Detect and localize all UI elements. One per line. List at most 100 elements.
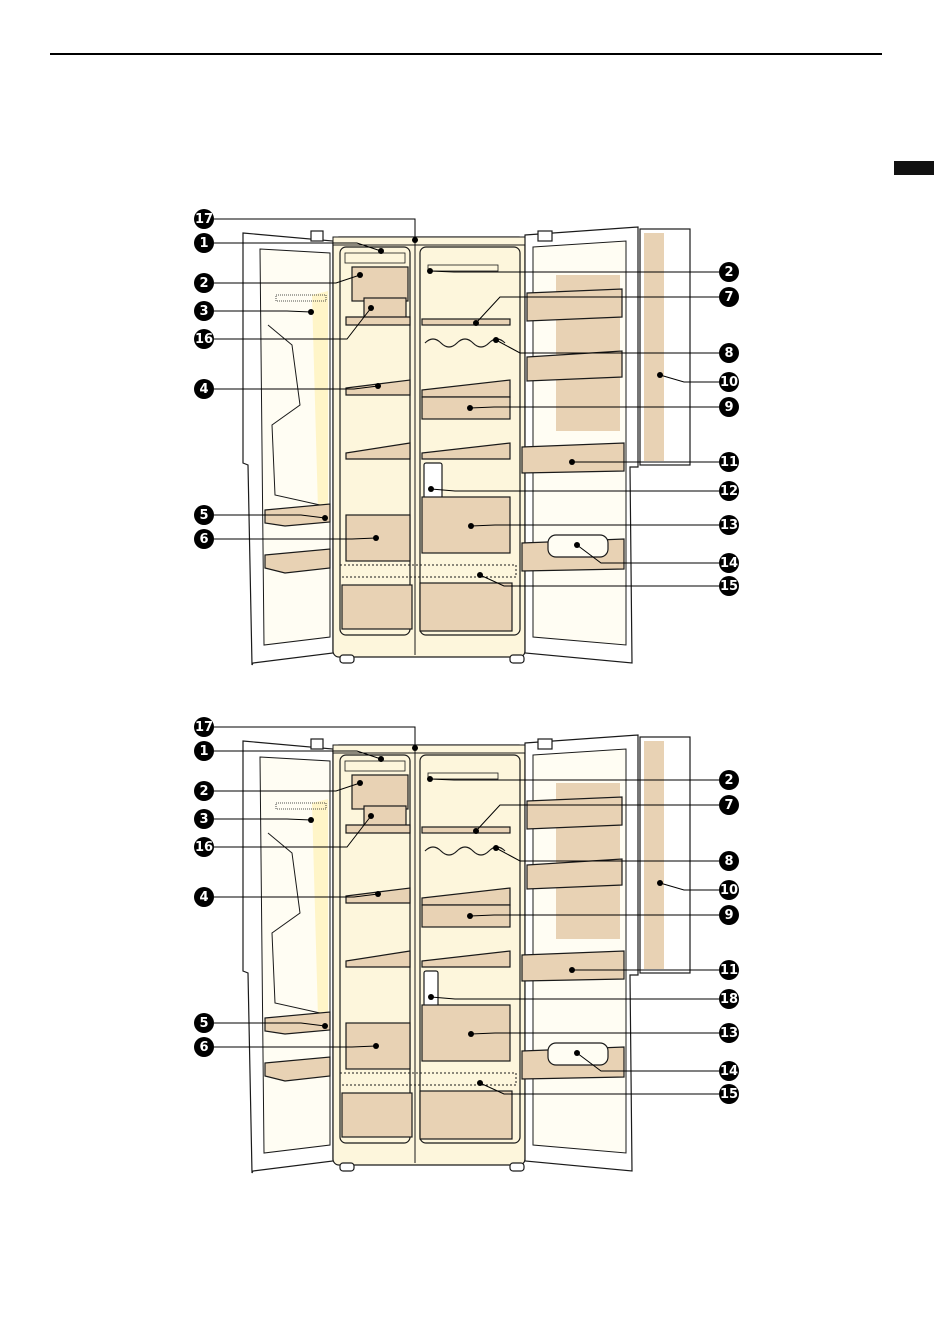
callout-right-11: 11 xyxy=(719,452,739,472)
fridge-diagram-1-svg: 17123164562781091112131415 xyxy=(0,205,934,685)
callout-right-15: 15 xyxy=(719,576,739,596)
callout-right-2-number: 2 xyxy=(724,265,733,280)
callout-right-12-dot xyxy=(428,486,434,492)
callout-left-3: 3 xyxy=(194,301,214,321)
fridge-shelf-1 xyxy=(422,319,510,325)
callout-right-18-dot xyxy=(428,994,434,1000)
callout-left-1-number: 1 xyxy=(199,744,208,759)
callout-right-2: 2 xyxy=(719,770,739,790)
foot-2 xyxy=(510,655,524,663)
callout-left-3-dot xyxy=(308,817,314,823)
callout-right-14-number: 14 xyxy=(720,556,738,571)
callout-right-14-dot xyxy=(574,542,580,548)
callout-right-14: 14 xyxy=(719,553,739,573)
callout-right-15-number: 15 xyxy=(720,579,738,594)
callout-left-4-dot xyxy=(375,383,381,389)
callout-right-13-number: 13 xyxy=(720,518,738,533)
right-door-hinge xyxy=(538,231,552,241)
callout-left-16-number: 16 xyxy=(195,332,213,347)
callout-left-4-number: 4 xyxy=(199,890,208,905)
callout-right-9-dot xyxy=(467,913,473,919)
callout-left-1: 1 xyxy=(194,233,214,253)
callout-right-9-number: 9 xyxy=(724,908,733,923)
callout-left-2-dot xyxy=(357,272,363,278)
callout-right-13: 13 xyxy=(719,515,739,535)
callout-right-11-number: 11 xyxy=(720,963,738,978)
fridge-container xyxy=(422,905,510,927)
fridge-drawer-lower xyxy=(420,1091,512,1139)
callout-right-7-dot xyxy=(473,320,479,326)
callout-left-1: 1 xyxy=(194,741,214,761)
callout-right-15-number: 15 xyxy=(720,1087,738,1102)
fridge-container xyxy=(422,397,510,419)
callout-right-7: 7 xyxy=(719,287,739,307)
door-basket-1 xyxy=(527,797,622,829)
callout-right-7-dot xyxy=(473,828,479,834)
callout-left-17: 17 xyxy=(194,717,214,737)
right-door-hinge xyxy=(538,739,552,749)
callout-left-4-number: 4 xyxy=(199,382,208,397)
callout-left-3-dot xyxy=(308,309,314,315)
freezer-shelf-1 xyxy=(346,825,410,833)
callout-right-9-number: 9 xyxy=(724,400,733,415)
callout-right-11: 11 xyxy=(719,960,739,980)
callout-left-16-number: 16 xyxy=(195,840,213,855)
callout-right-9: 9 xyxy=(719,397,739,417)
callout-left-6: 6 xyxy=(194,1037,214,1057)
callout-right-13-dot xyxy=(468,1031,474,1037)
callout-right-10: 10 xyxy=(719,372,739,392)
callout-left-3-number: 3 xyxy=(199,304,208,319)
callout-right-15-dot xyxy=(477,572,483,578)
callout-right-11-number: 11 xyxy=(720,455,738,470)
callout-right-2: 2 xyxy=(719,262,739,282)
callout-right-10-dot xyxy=(657,880,663,886)
callout-left-4-dot xyxy=(375,891,381,897)
left-door-hinge xyxy=(311,231,323,241)
callout-left-1-dot xyxy=(378,248,384,254)
freezer-drawer-lower xyxy=(342,585,412,629)
door-basket-3 xyxy=(522,443,624,473)
callout-left-2-dot xyxy=(357,780,363,786)
left-door-hinge xyxy=(311,739,323,749)
section-edge-tab xyxy=(894,161,934,175)
callout-right-2-dot xyxy=(427,776,433,782)
callout-right-8: 8 xyxy=(719,343,739,363)
fridge-diagram-2: 17123164562781091118131415 xyxy=(0,713,934,1193)
callout-right-8-dot xyxy=(493,845,499,851)
freezer-drawer-lower xyxy=(342,1093,412,1137)
callout-left-5: 5 xyxy=(194,1013,214,1033)
callout-left-6-dot xyxy=(373,1043,379,1049)
callout-left-16-dot xyxy=(368,305,374,311)
callout-right-10-dot xyxy=(657,372,663,378)
callout-right-7-number: 7 xyxy=(724,798,733,813)
callout-right-15: 15 xyxy=(719,1084,739,1104)
callout-left-17-dot xyxy=(412,237,418,243)
fridge-illustration xyxy=(243,227,690,665)
callout-right-2-dot xyxy=(427,268,433,274)
fridge-illustration xyxy=(243,735,690,1173)
callout-right-18-number: 18 xyxy=(720,992,738,1007)
top-panel xyxy=(333,237,525,245)
callout-right-8-dot xyxy=(493,337,499,343)
foot-1 xyxy=(340,655,354,663)
callout-right-14-number: 14 xyxy=(720,1064,738,1079)
callout-left-1-dot xyxy=(378,756,384,762)
foot-2 xyxy=(510,1163,524,1171)
callout-left-4: 4 xyxy=(194,379,214,399)
callout-right-11-dot xyxy=(569,967,575,973)
freezer-shelf-1 xyxy=(346,317,410,325)
callout-left-2: 2 xyxy=(194,273,214,293)
callout-left-1-number: 1 xyxy=(199,236,208,251)
door-in-door-edge xyxy=(644,233,664,461)
callout-right-11-dot xyxy=(569,459,575,465)
door-basket-1 xyxy=(527,289,622,321)
callout-right-15-dot xyxy=(477,1080,483,1086)
callout-left-16: 16 xyxy=(194,837,214,857)
callout-right-7-number: 7 xyxy=(724,290,733,305)
callout-right-13-number: 13 xyxy=(720,1026,738,1041)
callout-left-3: 3 xyxy=(194,809,214,829)
callout-right-10-number: 10 xyxy=(720,375,738,390)
fridge-drawer-lower xyxy=(420,583,512,631)
header-rule xyxy=(50,53,882,55)
